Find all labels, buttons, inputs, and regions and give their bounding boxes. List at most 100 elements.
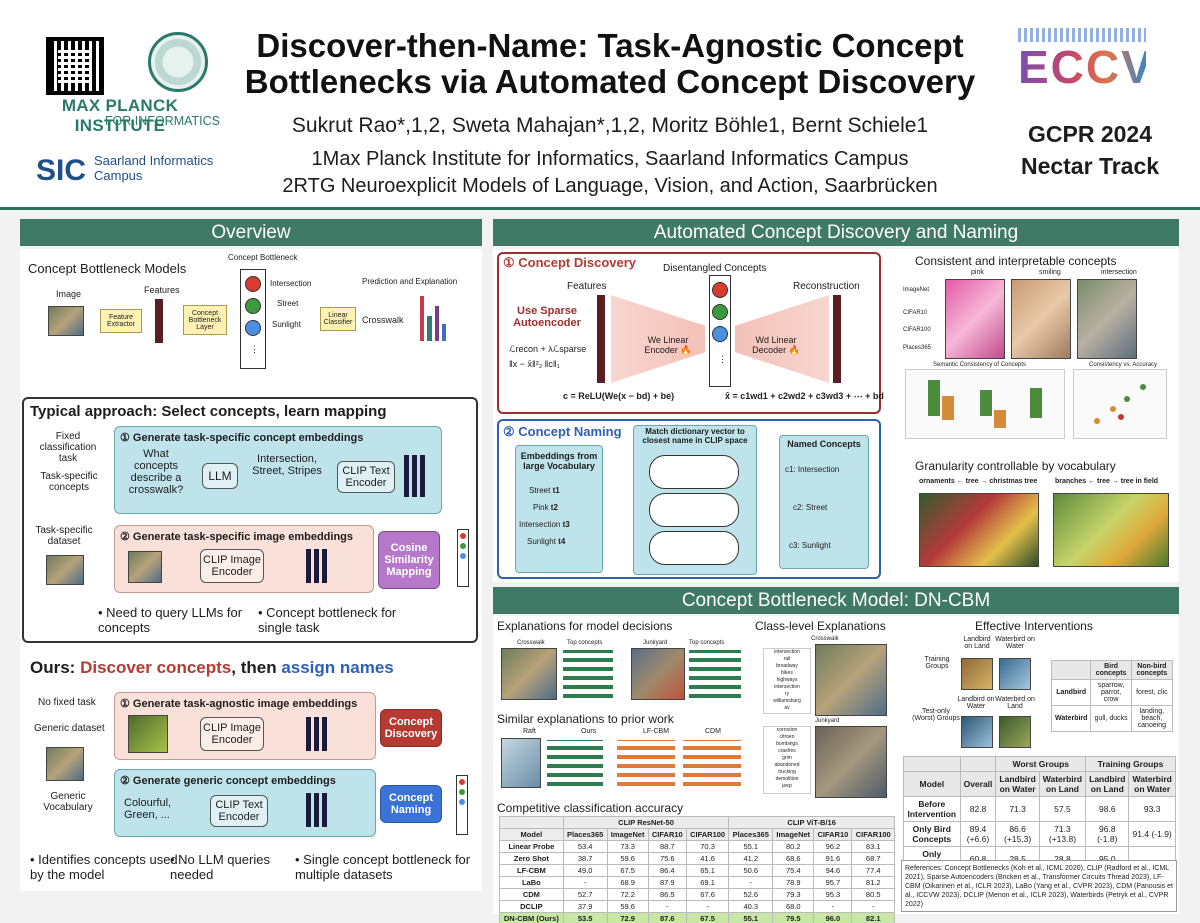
similar-lfcbm: LF-CBM <box>643 728 670 735</box>
clip-space-blob-3 <box>649 531 739 565</box>
mpi-sub: FOR INFORMATICS <box>104 114 220 128</box>
class-concept-item: rail <box>783 656 791 662</box>
concept-2: Street <box>277 299 299 308</box>
scatter-point <box>1118 414 1124 420</box>
box-mid-green <box>980 390 992 416</box>
ct-col-0 <box>1050 660 1092 680</box>
wg-group-worst: Worst Groups <box>995 756 1087 772</box>
sae-red-circle <box>712 282 728 298</box>
acc-model-name: DN-CBM (Ours) <box>499 912 564 923</box>
acc-model-name: LF-CBM <box>499 864 564 877</box>
acc-col-header: Places365 <box>562 828 608 841</box>
encoder-label: We Linear Encoder 🔥 <box>644 335 692 355</box>
pred-bar <box>420 296 425 341</box>
acc-col-header: CIFAR10 <box>813 828 853 841</box>
class-concept-item: jeep <box>782 783 792 789</box>
vocab-word: Sunlight <box>527 537 556 546</box>
concept-discovery-box: Concept Discovery <box>380 709 442 747</box>
ours-mini-bottleneck <box>456 775 468 835</box>
wg-col-header: Model <box>903 771 961 797</box>
concept-circle-red <box>245 276 261 292</box>
acc-model-name: DCLIP <box>499 900 564 913</box>
consistency-accuracy-chart <box>1073 369 1167 439</box>
no-fixed-task-label: No fixed task <box>38 697 96 708</box>
acc-cell: 55.1 <box>728 840 774 853</box>
bullet2-text: Concept bottleneck for single task <box>258 605 397 635</box>
sae-input-vector <box>597 295 605 383</box>
acd-panel: ① Concept Discovery Disentangled Concept… <box>493 249 1179 582</box>
acc-cell: 77.4 <box>851 864 895 877</box>
class-concept-item: intersection <box>774 684 800 690</box>
ct-landbird: Landbird <box>1050 679 1092 706</box>
vocab-sunlight: Sunlight t4 <box>527 537 565 546</box>
acc-cell: 41.6 <box>685 852 730 865</box>
linear-classifier-box: Linear Classifier <box>320 307 356 331</box>
acc-cell: 95.7 <box>813 876 853 889</box>
mpi-name: MAX PLANCK INSTITUTE <box>61 96 179 135</box>
raft-photo <box>501 738 541 788</box>
class-concept-item: corrosion <box>776 727 798 733</box>
typical-approach-frame <box>22 397 478 643</box>
typical-title: Typical approach: Select concepts, learn… <box>30 403 387 420</box>
wg-cell: 93.3 <box>1128 796 1176 822</box>
sic-text-line2: Campus <box>94 168 143 183</box>
wg-cell: 71.3 (+13.8) <box>1038 821 1087 847</box>
pred-bar <box>441 323 446 341</box>
acc-cell: 55.1 <box>728 912 774 923</box>
box-low-green <box>1030 388 1042 418</box>
similar-title: Similar explanations to prior work <box>497 712 674 726</box>
competitive-title: Competitive classification accuracy <box>497 801 684 815</box>
vocab-t: t4 <box>558 537 566 546</box>
decoder-label: Wd Linear Decoder 🔥 <box>752 335 800 355</box>
class-concept-item: broadway <box>776 663 798 669</box>
named-title: Named Concepts <box>787 439 861 449</box>
class-concept-item: williamsburg <box>773 698 801 704</box>
header-divider <box>0 207 1200 210</box>
acc-col-header: ImageNet <box>772 828 815 841</box>
class-concept-item: ry <box>784 691 790 697</box>
acc-cell: 59.6 <box>606 900 649 913</box>
sic-text-line1: Saarland Informatics <box>94 153 214 168</box>
grid-col-intersection: intersection <box>1101 269 1137 276</box>
reconstruction-label: Reconstruction <box>793 281 860 292</box>
wg-cell: 91.4 (-1.9) <box>1128 821 1176 847</box>
prediction-title: Prediction and Explanation <box>362 277 458 286</box>
wg-cell: 57.5 <box>1038 796 1087 822</box>
acc-cell: - <box>813 900 853 913</box>
task-dataset-label: Task-specific dataset <box>35 525 93 547</box>
ours-title-c: , then <box>231 658 282 677</box>
semantic-consistency-chart <box>905 369 1065 439</box>
acc-cell: 94.6 <box>813 864 853 877</box>
vocab-t: t1 <box>552 486 560 495</box>
named-1: c1: Intersection <box>785 465 840 474</box>
crosswalk-image <box>48 306 84 336</box>
class-concept-item: highways <box>776 677 798 683</box>
sae-ellipsis: ⋮ <box>718 354 727 364</box>
expl-title: Explanations for model decisions <box>497 619 673 633</box>
generic-vocab-label: Generic Vocabulary <box>43 791 93 813</box>
named-2: c2: Street <box>793 503 828 512</box>
grid-row-places: Places365 <box>903 345 932 351</box>
acc-cell: 96.2 <box>813 840 853 853</box>
wg-model-name: Before Intervention <box>903 796 961 822</box>
ours-title-a: Ours: <box>30 658 81 677</box>
class-concept-item: intersection <box>774 649 800 655</box>
vocab-words: Colourful, Green, ... <box>124 797 172 821</box>
expl-top-concepts-2: Top concepts <box>689 640 725 646</box>
qr-code-icon[interactable] <box>46 37 104 95</box>
references-box: References: Concept Bottlenecks (Koh et … <box>901 860 1177 912</box>
pink-image-grid <box>945 279 1005 359</box>
ours-mini-red-dot <box>459 779 465 785</box>
acc-cell: 88.7 <box>647 840 687 853</box>
acc-model-name: CDM <box>499 888 564 901</box>
task-concepts-label: Task-specific concepts <box>40 471 98 493</box>
concept-circle-blue <box>245 320 261 336</box>
acc-cell: 72.2 <box>606 888 649 901</box>
acc-cell: 69.1 <box>685 876 730 889</box>
concept-bottleneck-box: ⋮ <box>240 269 266 369</box>
pred-bar <box>434 306 439 341</box>
sae-bottleneck: ⋮ <box>709 275 731 387</box>
